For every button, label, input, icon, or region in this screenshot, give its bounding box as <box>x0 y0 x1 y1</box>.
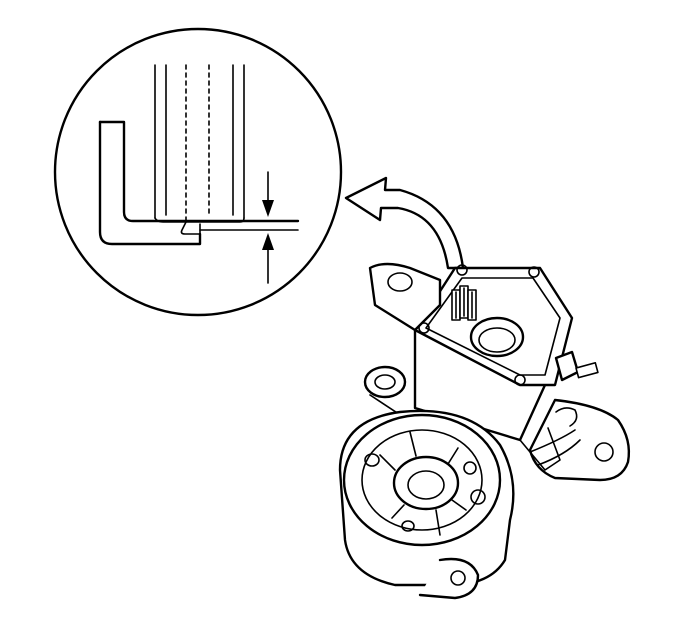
terminal-stud <box>554 350 599 382</box>
detail-magnifier-circle <box>53 27 343 317</box>
end-housing <box>338 409 515 600</box>
brush-holder <box>451 285 477 321</box>
starter-motor-housing-icon <box>338 262 631 600</box>
clearance-arrow-top <box>262 171 274 217</box>
clearance-arrow-bottom <box>262 233 274 284</box>
callout-arrow-icon <box>344 176 465 270</box>
